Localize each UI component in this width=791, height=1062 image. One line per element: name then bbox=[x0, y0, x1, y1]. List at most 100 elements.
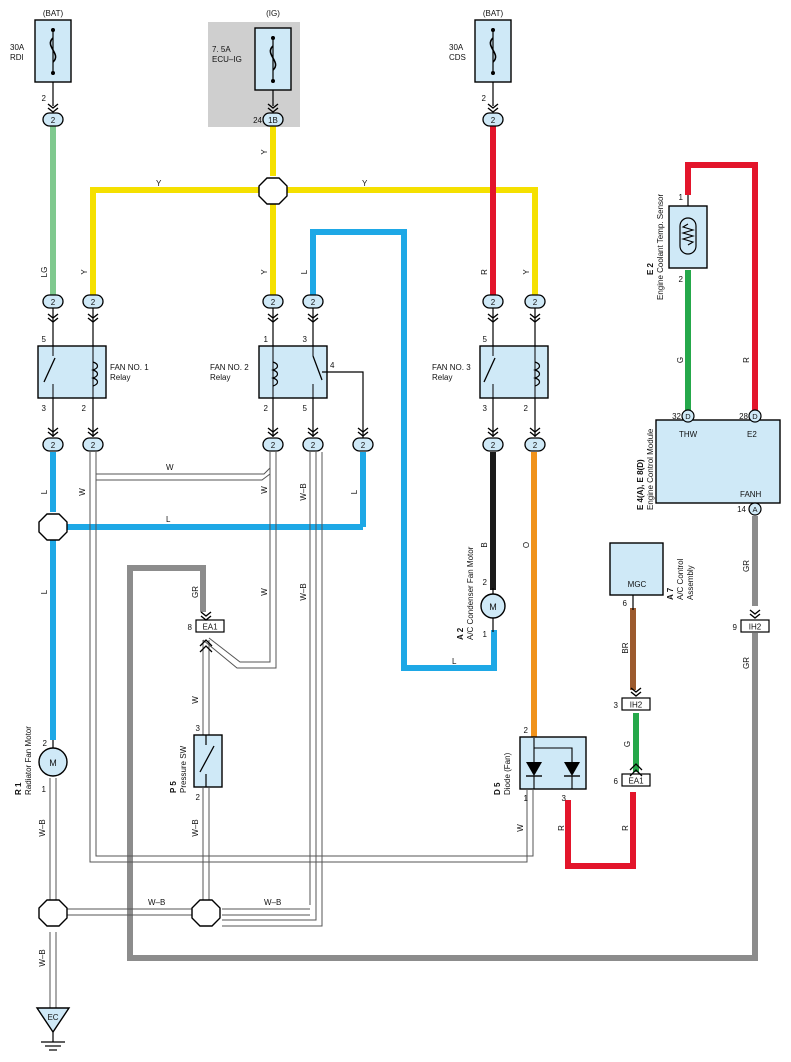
svg-text:2: 2 bbox=[51, 116, 56, 125]
label-r-cds: R bbox=[480, 269, 489, 275]
ecm-conn-e2: D bbox=[748, 409, 762, 423]
label-w-4: W bbox=[191, 696, 200, 704]
label-wb-2: W–B bbox=[299, 583, 308, 600]
fuse-cds-source: (BAT) bbox=[483, 9, 504, 18]
splice-y bbox=[258, 177, 288, 205]
diode-name: Diode (Fan) bbox=[503, 752, 512, 795]
fuse-ecu-ig-name: ECU–IG bbox=[212, 55, 242, 64]
diode-pin3: 3 bbox=[562, 794, 567, 803]
label-wb-4: W–B bbox=[191, 819, 200, 836]
label-y-2: Y bbox=[260, 269, 269, 275]
svg-text:2: 2 bbox=[361, 441, 366, 450]
ect-pin1: 1 bbox=[679, 193, 684, 202]
fuse-ecu-ig bbox=[254, 27, 292, 91]
rad-motor-pin1: 1 bbox=[42, 785, 47, 794]
relay1-pin3: 3 bbox=[42, 404, 47, 413]
relay2-conn-5: 2 bbox=[302, 437, 324, 452]
svg-text:IH2: IH2 bbox=[749, 623, 762, 632]
relay2-conn-3: 2 bbox=[302, 294, 324, 309]
ecm bbox=[655, 419, 781, 504]
rad-motor-pin2: 2 bbox=[43, 739, 48, 748]
label-w-1: W bbox=[78, 488, 87, 496]
label-b: B bbox=[480, 542, 489, 547]
svg-text:2: 2 bbox=[533, 298, 538, 307]
svg-text:D: D bbox=[752, 412, 758, 421]
label-r-ea1: R bbox=[621, 825, 630, 831]
psw-name: Pressure SW bbox=[179, 745, 188, 793]
wire-w bbox=[89, 452, 534, 863]
relay3-conn-5: 2 bbox=[482, 294, 504, 309]
ih2-pin-9: 9 bbox=[733, 623, 738, 632]
fuse-rdi-name: RDI bbox=[10, 53, 24, 62]
label-wb-5: W–B bbox=[38, 949, 47, 966]
label-lg: LG bbox=[40, 267, 49, 278]
svg-text:2: 2 bbox=[271, 441, 276, 450]
label-y-1: Y bbox=[80, 269, 89, 275]
label-r-diode: R bbox=[557, 825, 566, 831]
svg-text:2: 2 bbox=[533, 441, 538, 450]
label-y-3: Y bbox=[522, 269, 531, 275]
label-w-horiz: W bbox=[166, 463, 174, 472]
relay3-pin3: 3 bbox=[483, 404, 488, 413]
ac-motor-pin2: 2 bbox=[483, 578, 488, 587]
ground-ec bbox=[35, 1007, 71, 1051]
label-g-ect: G bbox=[676, 357, 685, 363]
label-gr-1: GR bbox=[191, 586, 200, 598]
ea1-pin-8: 8 bbox=[188, 623, 193, 632]
ecm-conn-fanh: A bbox=[748, 502, 762, 516]
junction-ea1-top: EA1 bbox=[195, 619, 225, 633]
ac-name2: Assembly bbox=[686, 565, 695, 600]
wire-wb bbox=[49, 452, 323, 1008]
label-l-2: L bbox=[350, 489, 359, 494]
relay2-name: FAN NO. 2 bbox=[210, 363, 249, 372]
label-o: O bbox=[522, 542, 531, 548]
ac-motor-code: A 2 bbox=[456, 627, 465, 640]
ac-code: A 7 bbox=[666, 587, 675, 600]
relay1-conn-2: 2 bbox=[82, 294, 104, 309]
rad-motor-name: Radiator Fan Motor bbox=[24, 726, 33, 795]
relay2-conn-4: 2 bbox=[352, 437, 374, 452]
relay2-pin5: 5 bbox=[303, 404, 308, 413]
relay3-conn-2b: 2 bbox=[524, 437, 546, 452]
fuse-rdi bbox=[34, 19, 72, 83]
svg-text:A: A bbox=[752, 505, 757, 514]
ecm-pin-e2: 28 bbox=[739, 412, 748, 421]
svg-text:IH2: IH2 bbox=[630, 701, 643, 710]
label-y-ig: Y bbox=[260, 149, 269, 155]
fuse-rdi-connector: 2 bbox=[42, 112, 64, 127]
ac-motor-pin1: 1 bbox=[483, 630, 488, 639]
fuse-ecu-ig-source: (IG) bbox=[266, 9, 280, 18]
relay2-conn-2: 2 bbox=[262, 437, 284, 452]
label-l-1: L bbox=[40, 489, 49, 494]
svg-text:2: 2 bbox=[271, 298, 276, 307]
psw-pin2: 2 bbox=[196, 793, 201, 802]
relay3-pin5: 5 bbox=[483, 335, 488, 344]
relay2-conn-1: 2 bbox=[262, 294, 284, 309]
ac-condenser-motor bbox=[480, 588, 506, 632]
relay1-pin2: 2 bbox=[82, 404, 87, 413]
wire-r bbox=[490, 126, 758, 869]
ect-code: E 2 bbox=[646, 262, 655, 275]
svg-text:2: 2 bbox=[51, 441, 56, 450]
ecm-pin-thw: 32 bbox=[672, 412, 681, 421]
relay3-pin2: 2 bbox=[524, 404, 529, 413]
splice-wb-mid bbox=[191, 899, 221, 927]
splice-l bbox=[38, 513, 68, 541]
svg-text:2: 2 bbox=[311, 298, 316, 307]
fuse-ecu-ig-connector: 1B bbox=[262, 112, 284, 127]
relay1-conn-5: 2 bbox=[42, 294, 64, 309]
junction-ih2-left: IH2 bbox=[621, 697, 651, 711]
relay1-name: FAN NO. 1 bbox=[110, 363, 149, 372]
ect-sensor bbox=[668, 195, 708, 269]
svg-text:2: 2 bbox=[91, 298, 96, 307]
wire-gr bbox=[127, 516, 758, 961]
svg-text:2: 2 bbox=[491, 298, 496, 307]
label-l-ac: L bbox=[452, 657, 457, 666]
radiator-fan-motor bbox=[38, 740, 68, 777]
rad-motor-code: R 1 bbox=[14, 782, 23, 795]
ground-label: EC bbox=[47, 1013, 58, 1022]
junction-ih2-right: IH2 bbox=[740, 619, 770, 633]
relay1-sub: Relay bbox=[110, 373, 130, 382]
fuse-cds-pin: 2 bbox=[482, 94, 487, 103]
label-wb-h2: W–B bbox=[264, 898, 281, 907]
